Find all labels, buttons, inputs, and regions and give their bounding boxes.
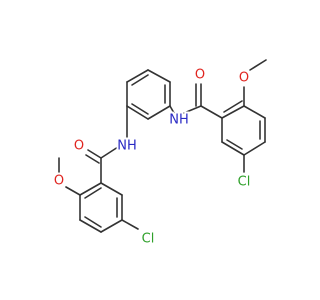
- bond-right-carbonyl-to-ring: [200, 105, 223, 119]
- left-amide-linkage: [85, 105, 128, 184]
- right-methoxy-oxygen-label: O: [239, 71, 249, 86]
- bond-ring-to-right-nh: [169, 105, 175, 114]
- bond-c1-c6-double: [131, 74, 149, 86]
- bond-lb4-lb5: [79, 219, 102, 233]
- bond-rb5-rb6-double: [226, 139, 243, 150]
- left-methoxy-oxygen-label: O: [54, 174, 64, 189]
- central-benzene-ring: [126, 69, 171, 120]
- right-benzoyl-ring: [221, 59, 267, 173]
- bond-c1-c6: [126, 69, 149, 83]
- bond-lb6-lb1-double: [84, 187, 102, 199]
- bond-rb4-rb5: [243, 141, 266, 156]
- bond-rb5-rb6: [221, 141, 245, 156]
- left-benzoyl-ring: [58, 157, 139, 233]
- right-carbonyl-oxygen-label: O: [195, 68, 205, 83]
- right-chlorine-label: Cl: [238, 175, 251, 190]
- bond-left-ring-to-cl: [121, 219, 139, 230]
- bond-lb1-lb2: [100, 182, 123, 196]
- bond-c6-c5: [147, 69, 171, 83]
- bond-rb2-rb3: [243, 105, 266, 119]
- bond-lb4-lb5-double: [84, 216, 102, 228]
- right-nh-label: NH: [169, 113, 189, 128]
- bond-left-carbonyl-c-o: [87, 149, 102, 159]
- bond-c3-c2-double: [131, 103, 149, 115]
- atom-labels: O O NH Cl NH O O Cl: [52, 66, 252, 249]
- molecule-structure-diagram: O O NH Cl NH O O Cl: [0, 0, 300, 300]
- bond-rb1-rb2: [221, 105, 245, 119]
- bond-right-nh-to-carbonyl: [183, 105, 202, 114]
- background: [0, 0, 300, 300]
- bond-left-carbonyl-c-o-double: [85, 154, 100, 164]
- bond-left-ring-to-methoxy-o: [65, 186, 81, 196]
- left-carbonyl-oxygen-label: O: [74, 139, 84, 154]
- bond-c4-c3: [147, 105, 171, 120]
- left-nh-label: NH: [117, 139, 137, 154]
- left-chlorine-label: Cl: [142, 232, 155, 247]
- right-amide-linkage: [169, 83, 223, 119]
- bond-right-methoxy-o-to-methyl: [249, 59, 267, 71]
- bond-lb3-lb4: [100, 219, 123, 233]
- bond-left-nh-to-carbonyl: [100, 146, 119, 159]
- bond-c3-c2: [126, 105, 149, 120]
- bond-lb6-lb1: [79, 182, 102, 196]
- bond-rb1-rb2-double: [223, 100, 243, 113]
